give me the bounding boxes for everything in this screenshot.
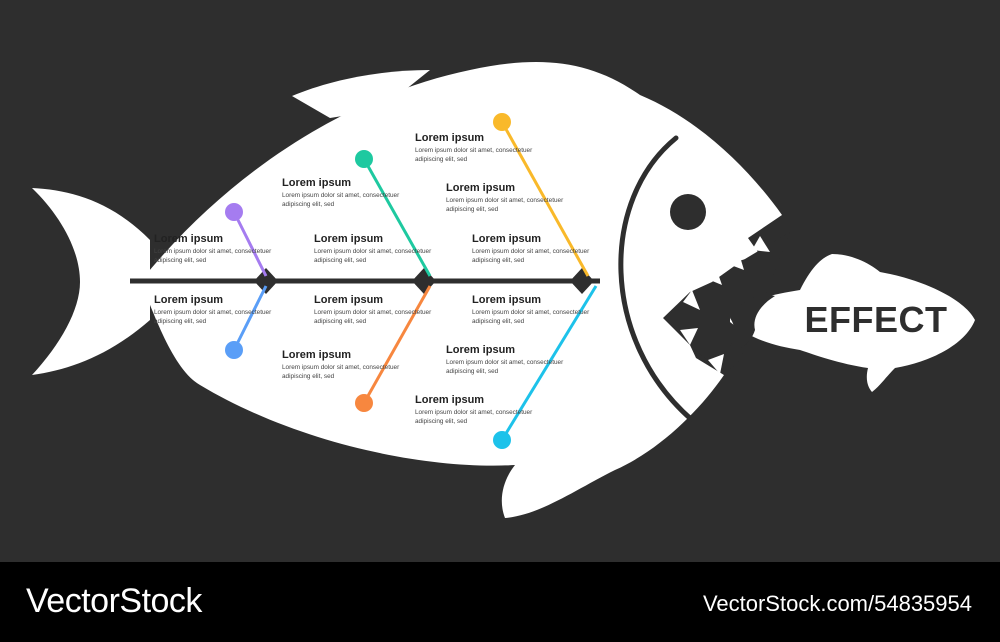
cause-title: Lorem ipsum [415, 132, 485, 144]
node-yellow [493, 113, 511, 131]
cause-description: Lorem ipsum dolor sit amet, consectetuer… [282, 192, 400, 208]
bone-cyan [500, 285, 598, 441]
cause-description: Lorem ipsum dolor sit amet, consectetuer… [415, 409, 533, 425]
cause-description: Lorem ipsum dolor sit amet, consectetuer… [415, 147, 533, 163]
gill-line [618, 135, 695, 423]
cause-description: Lorem ipsum dolor sit amet, consectetuer… [154, 248, 272, 264]
brand-logo: VectorStock [26, 582, 202, 620]
cause-description: Lorem ipsum dolor sit amet, consectetuer… [314, 309, 432, 325]
tooth [728, 250, 744, 270]
cause-description: Lorem ipsum dolor sit amet, consectetuer… [446, 359, 564, 375]
eye [670, 194, 706, 230]
tooth [683, 290, 700, 310]
tooth [708, 354, 724, 374]
cause-label: Lorem ipsum Lorem ipsum dolor sit amet, … [472, 233, 602, 265]
cause-title: Lorem ipsum [472, 294, 542, 306]
teeth [680, 236, 770, 374]
cause-description: Lorem ipsum dolor sit amet, consectetuer… [314, 248, 432, 264]
tooth [705, 265, 722, 285]
cause-title: Lorem ipsum [282, 349, 352, 361]
bone-green [362, 158, 432, 277]
cause-description: Lorem ipsum dolor sit amet, consectetuer… [472, 309, 590, 325]
bone-orange [362, 285, 432, 404]
spine-joint [254, 268, 278, 294]
small-fish [730, 254, 975, 392]
node-green [355, 150, 373, 168]
fish-illustration [32, 62, 975, 519]
cause-label: Lorem ipsum Lorem ipsum dolor sit amet, … [446, 182, 576, 214]
cause-label: Lorem ipsum Lorem ipsum dolor sit amet, … [282, 177, 412, 209]
dorsal-fin [292, 70, 430, 118]
cause-title: Lorem ipsum [154, 233, 224, 245]
node-cyan [493, 431, 511, 449]
cause-title: Lorem ipsum [314, 294, 384, 306]
cause-title: Lorem ipsum [314, 233, 384, 245]
small-fish-tail [726, 294, 775, 352]
tooth [752, 236, 770, 252]
bone-yellow [500, 121, 590, 277]
cause-label: Lorem ipsum Lorem ipsum dolor sit amet, … [472, 294, 602, 326]
bone-blue [232, 285, 268, 351]
cause-label: Lorem ipsum Lorem ipsum dolor sit amet, … [314, 233, 444, 265]
cause-title: Lorem ipsum [154, 294, 224, 306]
cause-label: Lorem ipsum Lorem ipsum dolor sit amet, … [154, 233, 284, 265]
node-blue [225, 341, 243, 359]
cause-title: Lorem ipsum [446, 344, 516, 356]
tooth [680, 328, 698, 345]
effect-label: EFFECT [804, 299, 948, 340]
cause-description: Lorem ipsum dolor sit amet, consectetuer… [446, 197, 564, 213]
cause-description: Lorem ipsum dolor sit amet, consectetuer… [154, 309, 272, 325]
footer-bar: VectorStock VectorStock.com/54835954 [0, 562, 1000, 642]
cause-title: Lorem ipsum [415, 394, 485, 406]
tail-fin [32, 188, 150, 375]
cause-label: Lorem ipsum Lorem ipsum dolor sit amet, … [154, 294, 284, 326]
cause-title: Lorem ipsum [446, 182, 516, 194]
cause-description: Lorem ipsum dolor sit amet, consectetuer… [472, 248, 590, 264]
cause-title: Lorem ipsum [282, 177, 352, 189]
big-fish-body [140, 62, 782, 519]
bone-purple [232, 211, 268, 277]
cause-label: Lorem ipsum Lorem ipsum dolor sit amet, … [282, 349, 412, 381]
cause-description: Lorem ipsum dolor sit amet, consectetuer… [282, 364, 400, 380]
mouth [663, 232, 790, 375]
node-purple [225, 203, 243, 221]
cause-label: Lorem ipsum Lorem ipsum dolor sit amet, … [446, 344, 576, 376]
cause-label: Lorem ipsum Lorem ipsum dolor sit amet, … [415, 394, 545, 426]
cause-label: Lorem ipsum Lorem ipsum dolor sit amet, … [415, 132, 545, 164]
fishbone-diagram: Lorem ipsum Lorem ipsum dolor sit amet, … [32, 62, 975, 519]
cause-title: Lorem ipsum [472, 233, 542, 245]
node-orange [355, 394, 373, 412]
brand-url: VectorStock.com/54835954 [702, 591, 972, 616]
cause-label: Lorem ipsum Lorem ipsum dolor sit amet, … [314, 294, 444, 326]
